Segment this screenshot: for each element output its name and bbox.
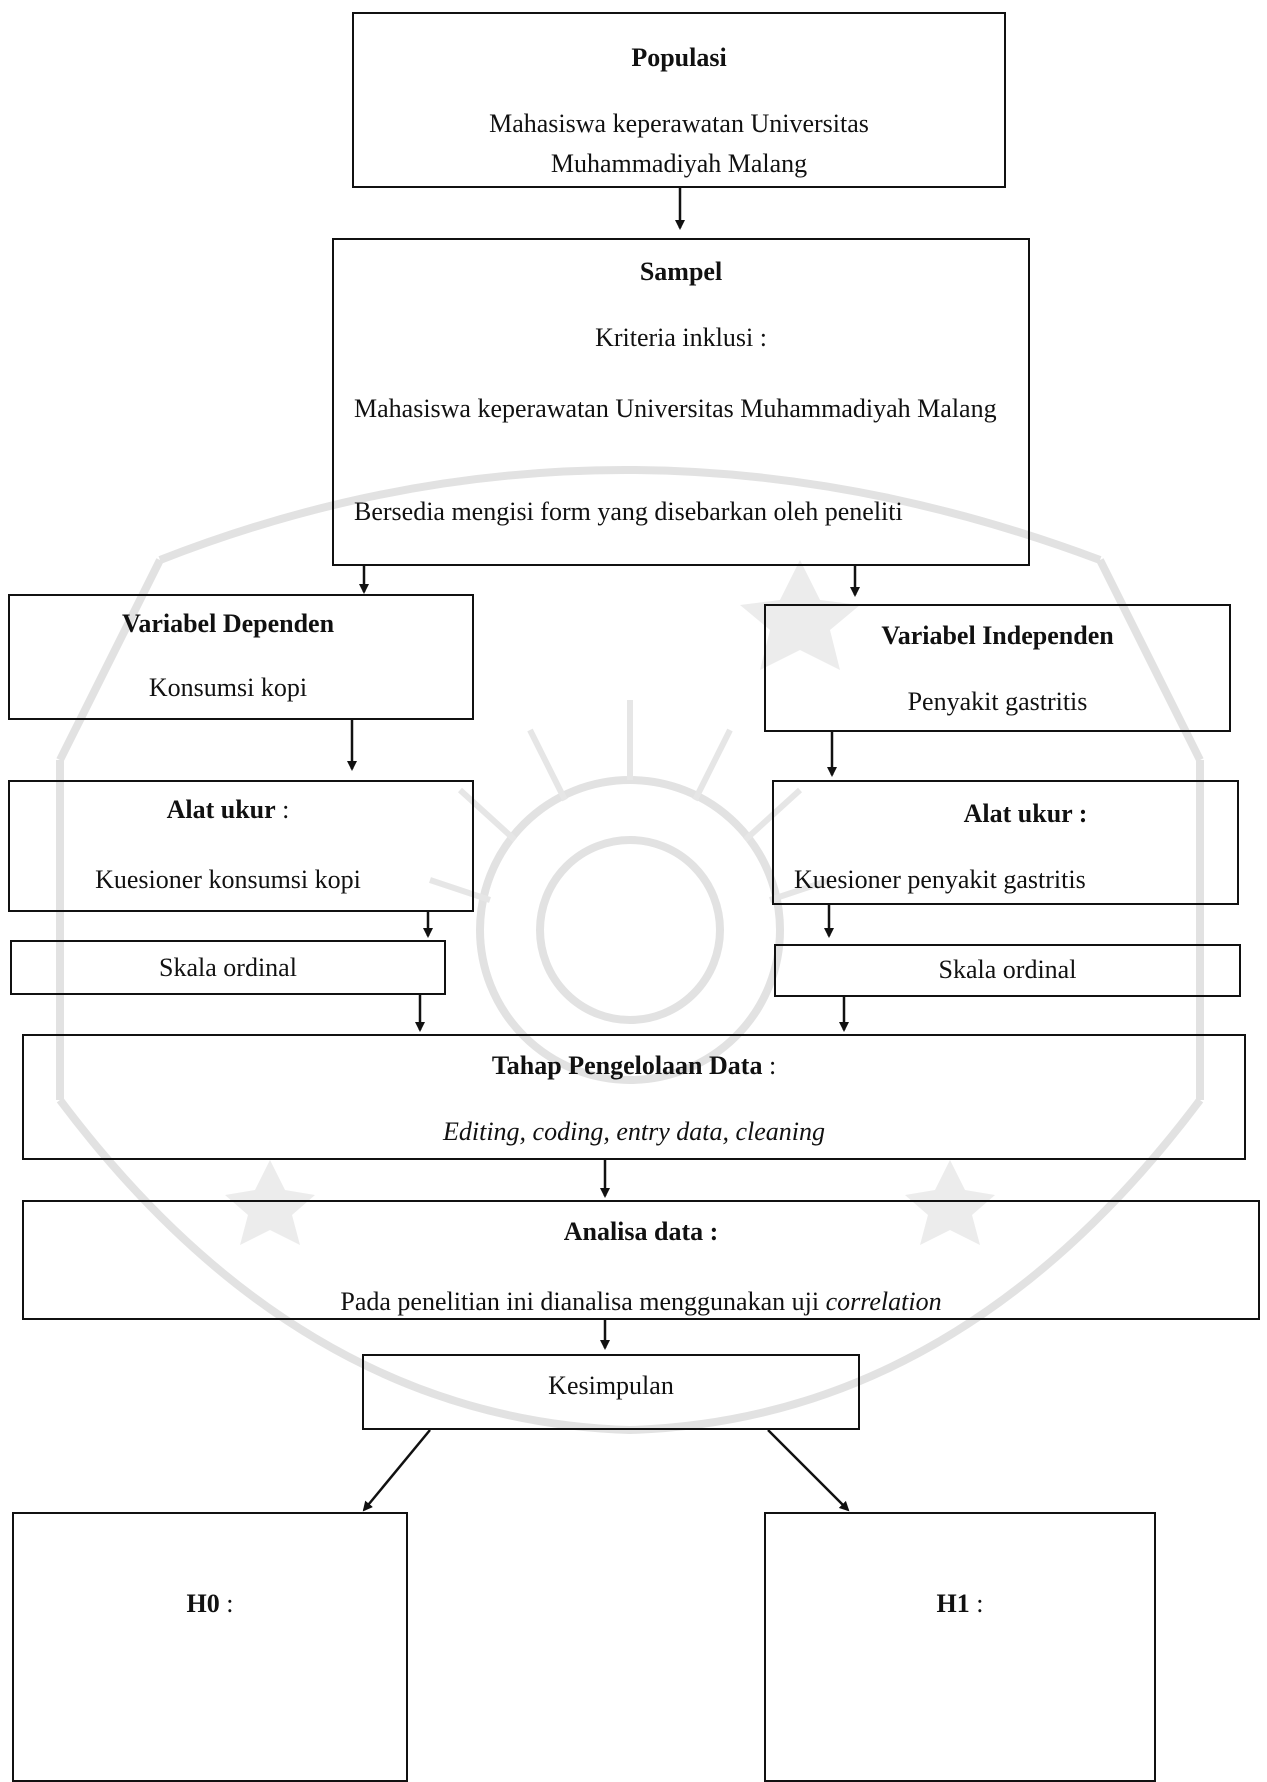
analisa-text-italic: correlation — [825, 1287, 942, 1316]
alat-ukur-kiri-label: Alat ukur — [166, 795, 276, 824]
independen-title: Variabel Independen — [881, 621, 1114, 650]
populasi-box: Populasi Mahasiswa keperawatan Universit… — [352, 12, 1006, 188]
pengelolaan-value: Editing, coding, entry data, cleaning — [443, 1117, 825, 1146]
h1-colon: : — [969, 1589, 984, 1618]
kesimpulan-box: Kesimpulan — [362, 1354, 860, 1430]
pengelolaan-title: Tahap Pengelolaan Data : — [24, 1048, 1244, 1083]
dependen-value: Konsumsi kopi — [148, 673, 308, 702]
h0-box: H0 : — [12, 1512, 408, 1782]
h1-box: H1 : — [764, 1512, 1156, 1782]
pengelolaan-label: Tahap Pengelolaan Data — [491, 1051, 763, 1080]
populasi-line1: Mahasiswa keperawatan Universitas — [489, 109, 869, 138]
alat-ukur-kanan-box: Alat ukur : Kuesioner penyakit gastritis — [772, 780, 1239, 905]
kesimpulan-value: Kesimpulan — [548, 1371, 674, 1400]
sampel-box: Sampel Kriteria inklusi : Mahasiswa kepe… — [332, 238, 1030, 566]
independen-box: Variabel Independen Penyakit gastritis — [764, 604, 1231, 732]
skala-kiri-box: Skala ordinal — [10, 940, 446, 995]
pengelolaan-colon: : — [762, 1051, 777, 1080]
dependen-title: Variabel Dependen — [121, 609, 335, 638]
sampel-criteria-1: Mahasiswa keperawatan Universitas Muhamm… — [354, 394, 997, 423]
alat-ukur-kiri-colon: : — [275, 795, 290, 824]
h1-label: H1 — [936, 1589, 970, 1618]
h0-title: H0 : — [14, 1586, 406, 1621]
independen-value: Penyakit gastritis — [907, 687, 1088, 716]
analisa-text: Pada penelitian ini dianalisa menggunaka… — [24, 1284, 1258, 1319]
dependen-box: Variabel Dependen Konsumsi kopi — [8, 594, 474, 720]
sampel-title: Sampel — [639, 257, 723, 286]
arrow-kesimpulan-h1 — [767, 1429, 850, 1512]
analisa-box: Analisa data : Pada penelitian ini diana… — [22, 1200, 1260, 1320]
skala-kanan-value: Skala ordinal — [938, 955, 1077, 984]
pengelolaan-box: Tahap Pengelolaan Data : Editing, coding… — [22, 1034, 1246, 1160]
h0-colon: : — [219, 1589, 234, 1618]
populasi-title: Populasi — [631, 43, 727, 72]
populasi-line2: Muhammadiyah Malang — [550, 149, 808, 178]
alat-ukur-kiri-value: Kuesioner konsumsi kopi — [95, 865, 361, 894]
sampel-criteria-heading: Kriteria inklusi : — [595, 323, 767, 352]
alat-ukur-kanan-value: Kuesioner penyakit gastritis — [794, 865, 1086, 894]
analisa-title: Analisa data : — [563, 1217, 719, 1246]
alat-ukur-kanan-title: Alat ukur : — [963, 799, 1088, 828]
alat-ukur-kiri-box: Alat ukur : Kuesioner konsumsi kopi — [8, 780, 474, 912]
skala-kanan-box: Skala ordinal — [774, 944, 1241, 997]
h0-label: H0 — [186, 1589, 220, 1618]
arrow-kesimpulan-h0 — [362, 1429, 431, 1512]
h1-title: H1 : — [766, 1586, 1154, 1621]
alat-ukur-kiri-title: Alat ukur : — [10, 792, 446, 827]
sampel-criteria-2: Bersedia mengisi form yang disebarkan ol… — [354, 497, 903, 526]
skala-kiri-value: Skala ordinal — [159, 953, 297, 982]
analisa-text-plain: Pada penelitian ini dianalisa menggunaka… — [340, 1287, 826, 1316]
